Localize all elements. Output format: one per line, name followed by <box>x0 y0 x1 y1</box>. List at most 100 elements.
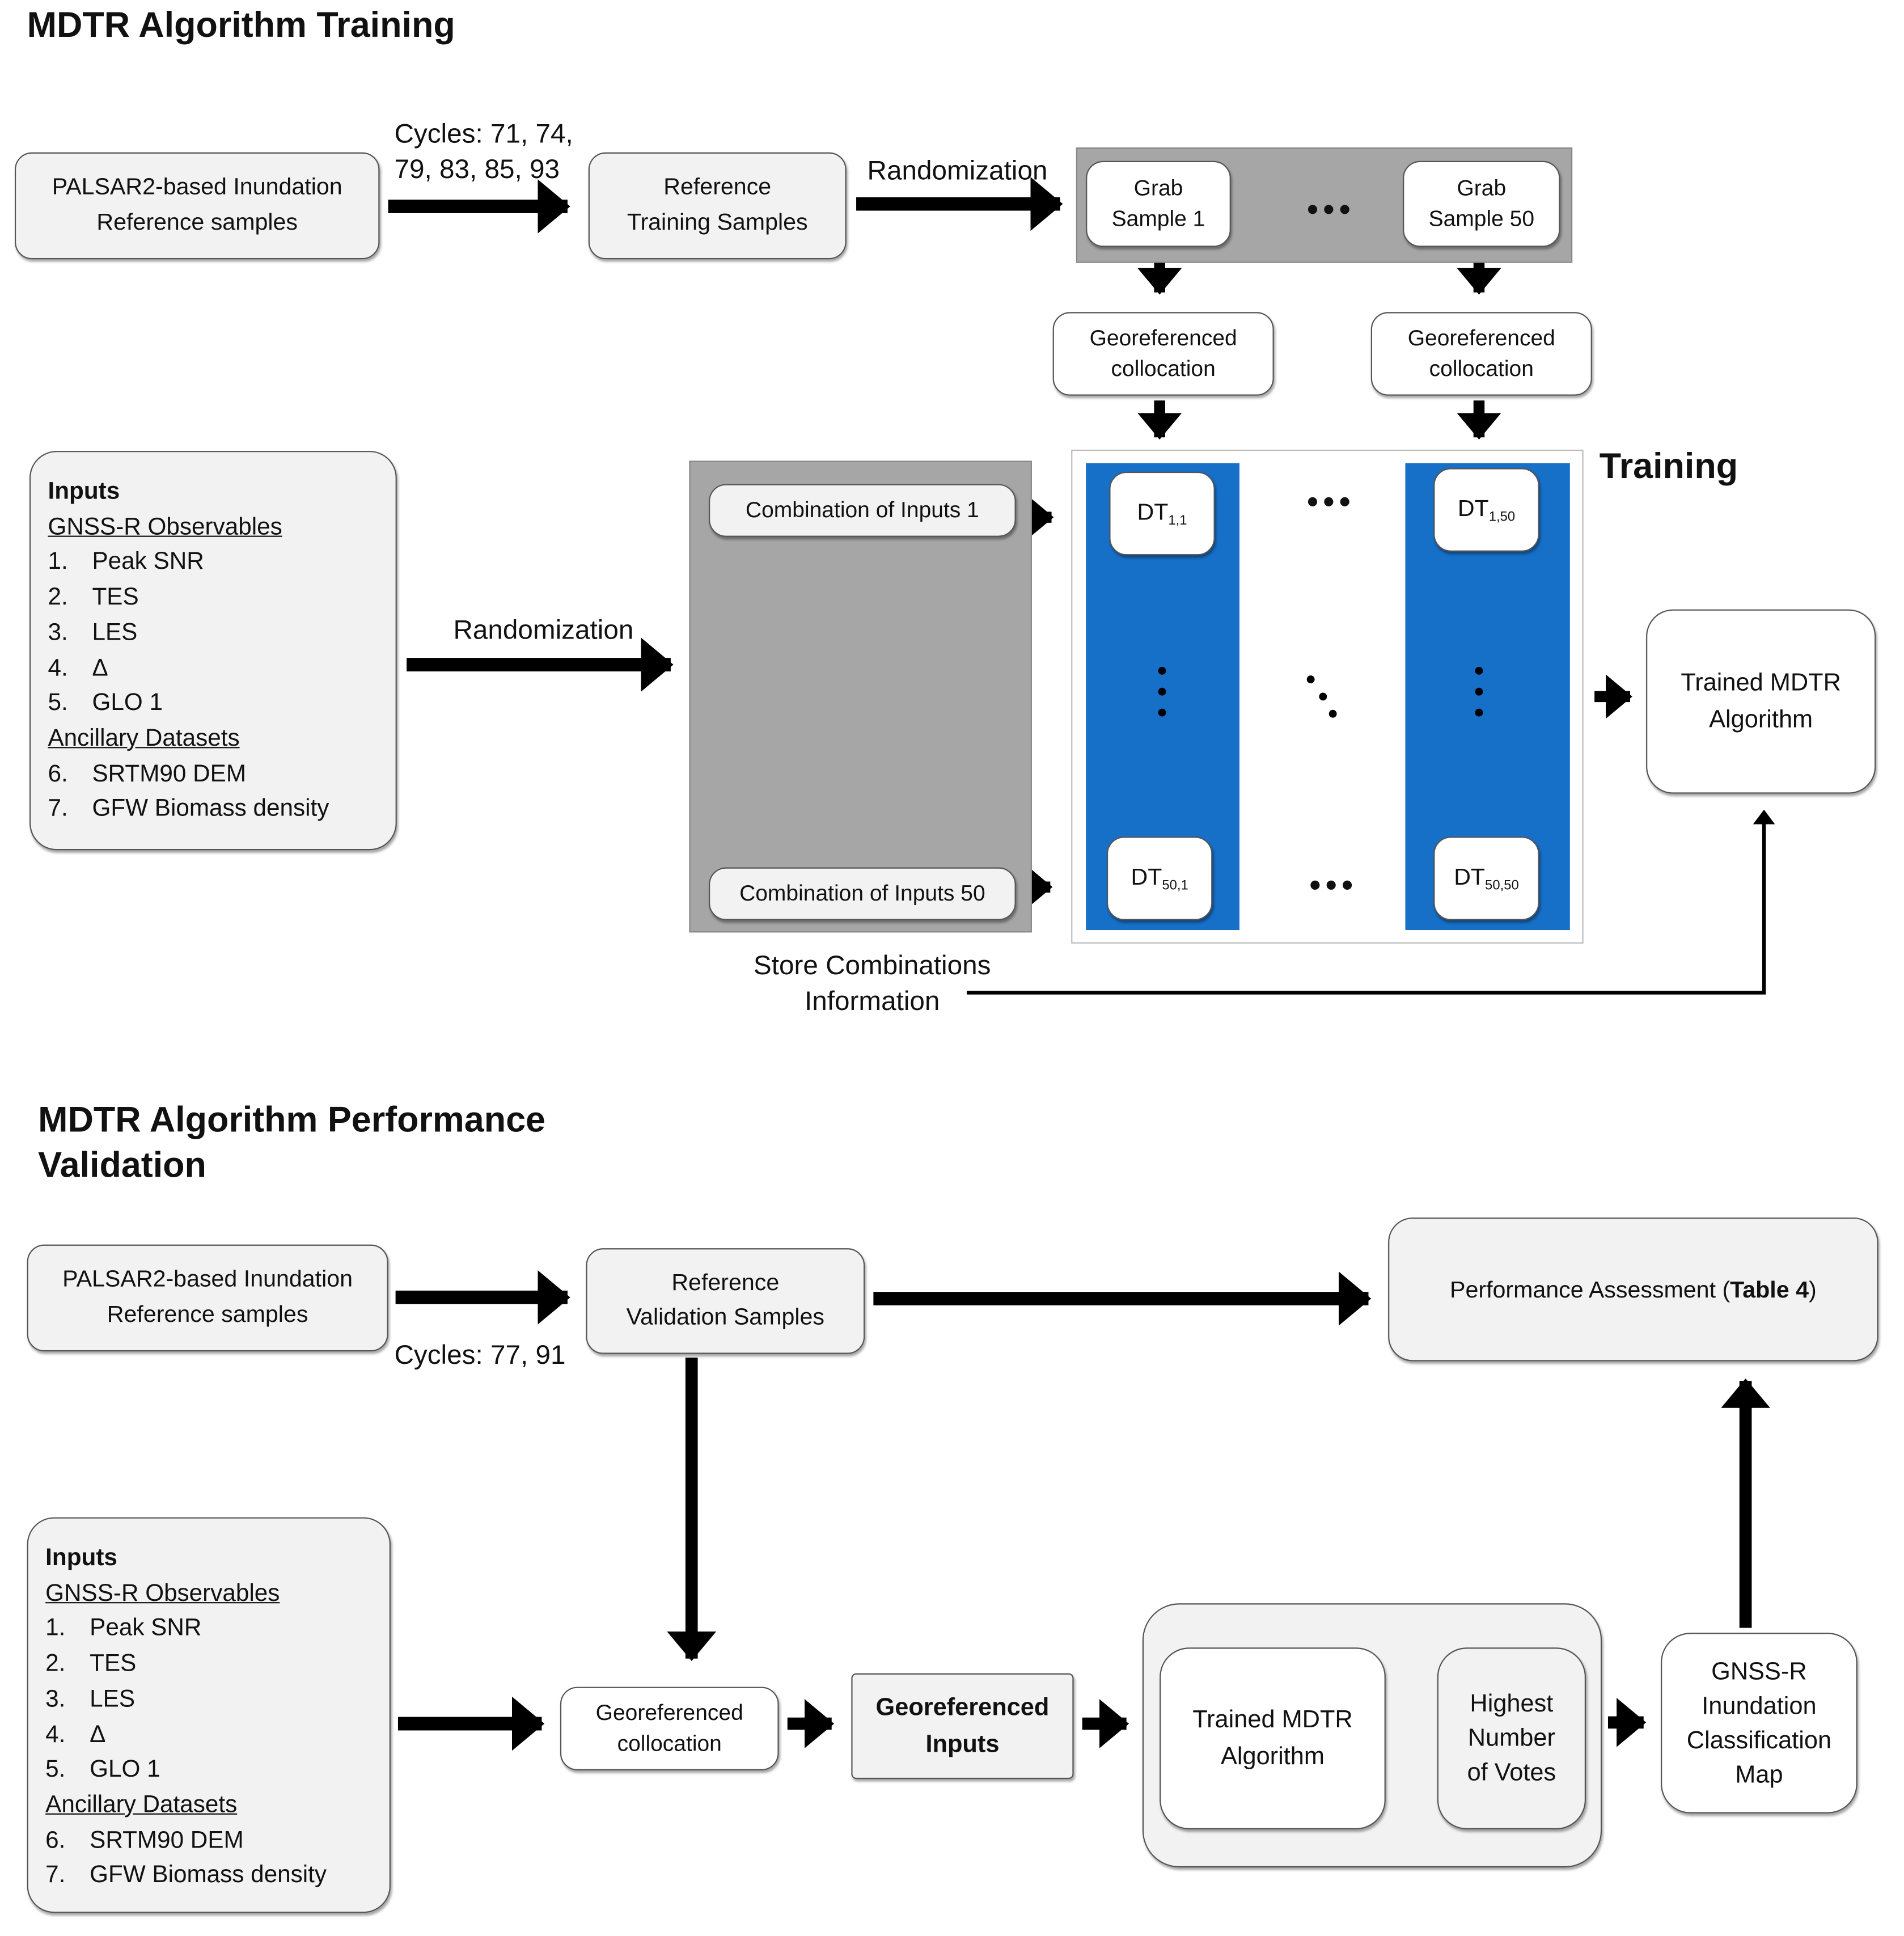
reference-validation-box: Reference Validation Samples <box>586 1248 865 1354</box>
georeferenced-collocation-50: Georeferenced collocation <box>1370 312 1592 396</box>
box-line: of Votes <box>1467 1759 1556 1787</box>
table-ref: Table 4 <box>1730 1278 1809 1304</box>
ellipsis-horizontal: ••• <box>1307 483 1356 520</box>
list-item: 5.GLO 1 <box>48 689 163 717</box>
box-line: Inputs <box>925 1731 1000 1759</box>
combination-inputs-1: Combination of Inputs 1 <box>709 484 1016 537</box>
classification-map-box: GNSS-R Inundation Classification Map <box>1661 1633 1858 1814</box>
grab-sample-1-box: Grab Sample 1 <box>1086 160 1231 247</box>
val-trained-mdtr-box: Trained MDTR Algorithm <box>1160 1647 1386 1829</box>
list-item: 3.LES <box>45 1685 136 1713</box>
box-line: Georeferenced <box>1407 325 1555 350</box>
observables-heading: GNSS-R Observables <box>45 1579 280 1607</box>
text: Performance Assessment ( <box>1450 1278 1730 1304</box>
dt-label: DT1,50 <box>1457 496 1516 525</box>
training-label: Training <box>1599 447 1738 487</box>
box-line: Sample 50 <box>1428 206 1535 231</box>
training-cycles-label: Cycles: 71, 74, 79, 83, 85, 93 <box>394 116 573 187</box>
box-line: Inundation <box>1702 1692 1817 1720</box>
list-item: 6.SRTM90 DEM <box>45 1826 244 1854</box>
box-line: Grab <box>1457 175 1507 200</box>
val-palsar-reference-box: PALSAR2-based Inundation Reference sampl… <box>27 1244 388 1352</box>
box-line: Highest <box>1470 1690 1554 1718</box>
ellipsis-horizontal: ••• <box>1309 866 1358 903</box>
grab-sample-50-box: Grab Sample 50 <box>1403 160 1560 247</box>
val-georeferenced-collocation: Georeferenced collocation <box>560 1686 779 1770</box>
performance-assessment-box: Performance Assessment (Table 4) <box>1388 1218 1878 1362</box>
box-line: collocation <box>1111 356 1216 381</box>
box-line: PALSAR2-based Inundation <box>62 1266 353 1293</box>
box-line: collocation <box>1429 356 1534 381</box>
trained-mdtr-box: Trained MDTR Algorithm <box>1646 609 1876 794</box>
georeferenced-inputs-box: Georeferenced Inputs <box>851 1673 1074 1779</box>
box-line: Trained MDTR <box>1192 1706 1353 1734</box>
list-item: 6.SRTM90 DEM <box>48 760 247 787</box>
box-line: Classification <box>1686 1727 1832 1754</box>
box-line: Number <box>1467 1724 1555 1752</box>
box-line: Algorithm <box>1709 706 1813 734</box>
box-line: collocation <box>617 1731 722 1756</box>
cycles-line: 79, 83, 85, 93 <box>394 153 560 184</box>
training-inputs-list: Inputs GNSS-R Observables 1.Peak SNR 2.T… <box>48 474 329 827</box>
list-item: 3.LES <box>48 619 138 646</box>
list-item: 7.GFW Biomass density <box>45 1861 327 1889</box>
dt-label: DT1,1 <box>1137 500 1187 529</box>
box-line: Sample 1 <box>1111 206 1205 231</box>
dt-label: DT50,50 <box>1454 864 1519 893</box>
validation-title: MDTR Algorithm Performance Validation <box>38 1098 545 1189</box>
inputs-heading: Inputs <box>48 477 120 505</box>
list-item: 5.GLO 1 <box>45 1756 160 1783</box>
list-item: 1.Peak SNR <box>48 548 204 576</box>
box-line: Georeferenced <box>1089 325 1237 350</box>
dt-50-50: DT50,50 <box>1433 836 1539 920</box>
combinations-panel <box>689 460 1032 933</box>
dt-label: DT50,1 <box>1131 864 1188 893</box>
list-item: 1.Peak SNR <box>45 1614 202 1642</box>
label-line: Information <box>804 985 940 1016</box>
box-line: GNSS-R <box>1711 1658 1807 1685</box>
cycles-line: Cycles: 71, 74, <box>394 117 573 149</box>
ancillary-heading: Ancillary Datasets <box>45 1791 238 1819</box>
validation-inputs-box <box>27 1517 391 1913</box>
box-line: Georeferenced <box>595 1700 743 1725</box>
randomization-label-top: Randomization <box>867 154 1048 186</box>
ancillary-heading: Ancillary Datasets <box>48 725 240 752</box>
arrow-store-info-to-trained <box>967 809 1775 995</box>
store-combinations-label: Store Combinations Information <box>737 947 1008 1018</box>
validation-inputs-list: Inputs GNSS-R Observables 1.Peak SNR 2.T… <box>45 1541 327 1893</box>
title-line: MDTR Algorithm Performance <box>38 1101 545 1140</box>
list-item: 2.TES <box>45 1650 137 1677</box>
box-line: Reference <box>663 174 772 201</box>
box-line: Map <box>1735 1761 1783 1789</box>
dt-1-50: DT1,50 <box>1433 468 1539 552</box>
list-item: 2.TES <box>48 584 139 611</box>
palsar-reference-box: PALSAR2-based Inundation Reference sampl… <box>14 152 380 260</box>
box-line: Trained MDTR <box>1681 669 1841 697</box>
text: ) <box>1808 1278 1817 1304</box>
box-line: Algorithm <box>1220 1743 1325 1770</box>
box-line: Reference <box>671 1270 780 1296</box>
list-item: 4.Δ <box>48 654 108 682</box>
title-line: Validation <box>38 1146 206 1186</box>
box-line: Reference samples <box>96 209 298 235</box>
training-title: MDTR Algorithm Training <box>27 6 455 46</box>
randomization-label-mid: Randomization <box>453 614 634 645</box>
observables-heading: GNSS-R Observables <box>48 513 282 540</box>
training-inputs-box <box>29 451 397 851</box>
box-line: Georeferenced <box>875 1694 1050 1722</box>
label-line: Store Combinations <box>753 949 991 980</box>
ellipsis-horizontal: ••• <box>1307 190 1356 227</box>
box-line: Grab <box>1133 175 1183 200</box>
box-line: Training Samples <box>627 209 808 235</box>
dt-50-1: DT50,1 <box>1107 836 1213 920</box>
highest-votes-box: Highest Number of Votes <box>1437 1647 1586 1829</box>
list-item: 7.GFW Biomass density <box>48 795 329 823</box>
reference-training-box: Reference Training Samples <box>588 152 847 260</box>
box-line: Validation Samples <box>626 1304 824 1331</box>
box-line: Reference samples <box>107 1301 308 1328</box>
validation-cycles-label: Cycles: 77, 91 <box>394 1339 566 1370</box>
list-item: 4.Δ <box>45 1721 106 1748</box>
combination-inputs-50: Combination of Inputs 50 <box>709 867 1016 920</box>
